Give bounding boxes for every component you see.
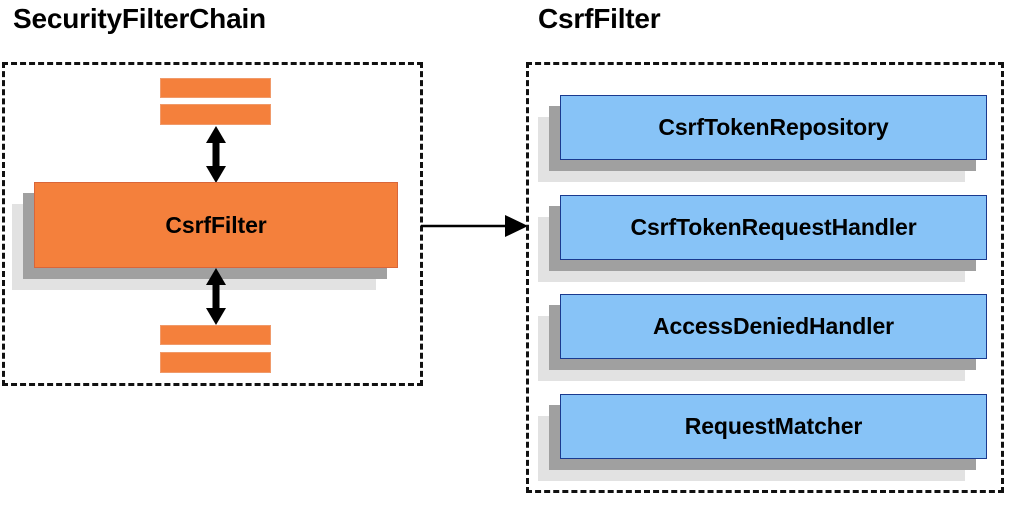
node-face: CsrfTokenRepository bbox=[560, 95, 987, 160]
node-face: CsrfFilter bbox=[34, 182, 398, 268]
page-title-csrf-filter: CsrfFilter bbox=[538, 3, 661, 34]
node-csrftokenrequesthandler[interactable]: CsrfTokenRequestHandler bbox=[538, 195, 987, 282]
node-label-accessdeniedhandler: AccessDeniedHandler bbox=[653, 313, 894, 339]
node-csrftokenrepository[interactable]: CsrfTokenRepository bbox=[538, 95, 987, 182]
node-requestmatcher[interactable]: RequestMatcher bbox=[538, 394, 987, 481]
filter-stripe-below-2 bbox=[160, 352, 271, 373]
security-filter-chain-panel bbox=[2, 62, 423, 386]
node-csrffilter[interactable]: CsrfFilter bbox=[12, 182, 398, 290]
node-face: AccessDeniedHandler bbox=[560, 294, 987, 359]
arrow-securityfilterchain-to-csrffilter bbox=[421, 215, 528, 237]
node-label-csrftokenrequesthandler: CsrfTokenRequestHandler bbox=[630, 214, 917, 240]
filter-stripe-below-1 bbox=[160, 325, 271, 345]
page-title-security-filter-chain: SecurityFilterChain bbox=[13, 3, 266, 34]
filter-stripe-above-1 bbox=[160, 78, 271, 98]
node-face: CsrfTokenRequestHandler bbox=[560, 195, 987, 260]
csrf-filter-panel bbox=[526, 62, 1004, 493]
filter-stripe-above-2 bbox=[160, 104, 271, 125]
node-label-csrftokenrepository: CsrfTokenRepository bbox=[658, 114, 889, 140]
node-label-requestmatcher: RequestMatcher bbox=[684, 413, 863, 439]
node-face: RequestMatcher bbox=[560, 394, 987, 459]
arrow-below-csrffilter bbox=[206, 268, 226, 325]
node-accessdeniedhandler[interactable]: AccessDeniedHandler bbox=[538, 294, 987, 381]
node-label-csrffilter: CsrfFilter bbox=[165, 211, 267, 238]
arrow-above-csrffilter bbox=[206, 126, 226, 183]
